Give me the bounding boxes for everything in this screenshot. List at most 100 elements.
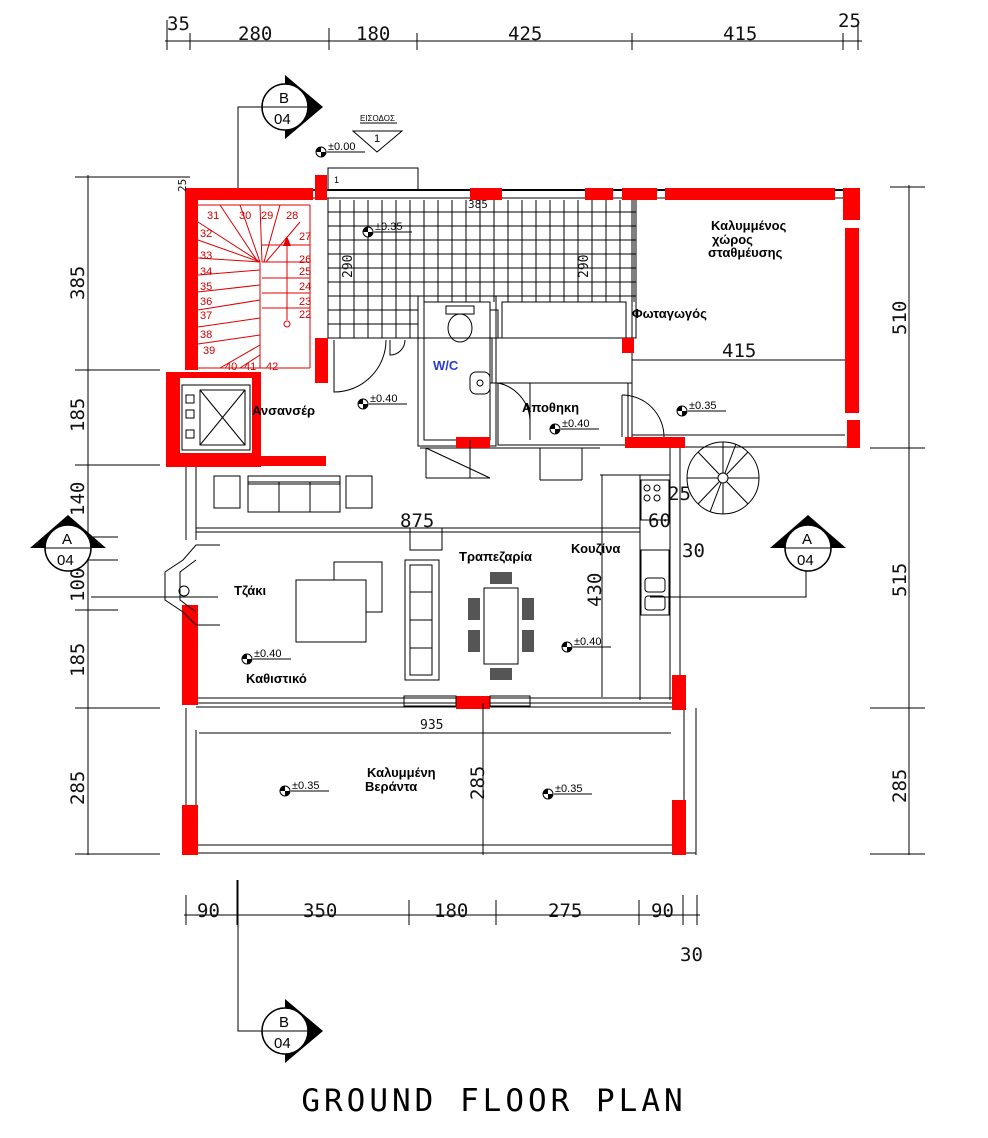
- red-walls: [166, 175, 860, 855]
- stair-step-22: 22: [299, 309, 311, 321]
- dim-25-wall: 25: [176, 179, 189, 192]
- section-b-top-letter: B: [279, 90, 289, 107]
- bottom-dim-180: 180: [434, 900, 468, 922]
- stair-step-27: 27: [299, 231, 311, 243]
- dim-25-kitchen: 25: [668, 483, 691, 505]
- level-marker-dining: ±0.40: [561, 636, 611, 653]
- section-marker-b-top: B 04: [237, 75, 323, 190]
- right-dim-510: 510: [889, 301, 911, 335]
- stair-step-30: 30: [239, 210, 251, 222]
- level-marker-living: ±0.40: [241, 648, 291, 665]
- stair-step-42: 42: [266, 361, 278, 373]
- room-kitchen: Κουζίνα: [571, 541, 620, 556]
- level-value-garage: ±0.35: [689, 400, 716, 412]
- left-dim-185b: 185: [67, 643, 89, 677]
- stair-step-25: 25: [299, 266, 311, 278]
- dim-935: 935: [420, 718, 443, 733]
- stair-step-23: 23: [299, 296, 311, 308]
- level-marker-hall: ±0.40: [357, 393, 407, 410]
- room-storage: Αποθηκη: [522, 400, 579, 415]
- left-dim-285: 285: [67, 771, 89, 805]
- doors: [333, 339, 665, 479]
- top-dim-35: 35: [167, 13, 190, 35]
- spiral-staircase: [686, 441, 760, 515]
- room-fireplace: Τζάκι: [234, 583, 266, 598]
- staircase: 31 30 29 28 27 26 25 24 23 22 32 33 34 3…: [197, 204, 311, 373]
- dim-430-kitchen: 430: [584, 573, 606, 607]
- dim-290-right: 290: [577, 255, 592, 278]
- left-dim-140: 140: [67, 482, 89, 516]
- top-dim-180: 180: [356, 23, 390, 45]
- left-dim-100: 100: [67, 568, 89, 602]
- section-marker-a-left: A 04: [30, 515, 218, 598]
- left-dimension-line: 385 185 140 50 100 185 285: [67, 175, 190, 855]
- level-marker-veranda-right: ±0.35: [542, 783, 592, 800]
- door-tag-1: 1: [334, 175, 339, 185]
- entrance-marker: ΕΙΣΟΔΟΣ 1: [351, 114, 404, 153]
- level-value-hall: ±0.40: [370, 393, 397, 405]
- level-marker-veranda-left: ±0.35: [279, 780, 329, 797]
- level-value-storage: ±0.40: [562, 418, 589, 430]
- section-a-right-sheet: 04: [797, 552, 814, 569]
- section-b-bottom-sheet: 04: [274, 1035, 291, 1052]
- room-veranda-line1: Καλυμμένη: [367, 765, 436, 780]
- right-dim-285: 285: [889, 769, 911, 803]
- section-b-bottom-letter: B: [279, 1014, 289, 1031]
- stair-step-35: 35: [200, 281, 212, 293]
- bottom-dim-90b: 90: [651, 900, 674, 922]
- room-garage-line3: σταθμέυσης: [708, 245, 783, 260]
- room-elevator: Ανσανσέρ: [252, 403, 315, 418]
- room-veranda-line2: Βεράντα: [365, 779, 417, 794]
- level-markers: ±0.00 ±0.35 ±0.40 ±0.40 ±0.35 ±0.40 ±0.40 ±0.35…: [241, 141, 726, 800]
- level-value-living: ±0.40: [254, 648, 281, 660]
- elevator-shaft: [181, 384, 251, 451]
- level-value-dining: ±0.40: [574, 636, 601, 648]
- section-b-top-sheet: 04: [274, 111, 291, 128]
- room-dining: Τραπεζαρία: [459, 549, 532, 564]
- stair-step-39: 39: [203, 345, 215, 357]
- room-garage-line1: Καλυμμένος: [711, 218, 787, 233]
- stair-step-38: 38: [200, 329, 212, 341]
- level-marker-corridor: ±0.35: [362, 221, 412, 238]
- stair-step-40: 40: [225, 361, 237, 373]
- stair-step-26: 26: [299, 254, 311, 266]
- dim-285-veranda: 285: [467, 766, 489, 800]
- section-a-right-letter: A: [802, 531, 812, 548]
- left-dim-385: 385: [67, 266, 89, 300]
- level-value-entry: ±0.00: [328, 141, 355, 153]
- drawing-title: GROUND FLOOR PLAN: [301, 1083, 687, 1119]
- bottom-dim-350: 350: [303, 900, 337, 922]
- level-value-veranda-right: ±0.35: [555, 783, 582, 795]
- section-a-left-letter: A: [62, 531, 72, 548]
- dim-290-left: 290: [341, 255, 356, 278]
- section-a-left-sheet: 04: [57, 552, 74, 569]
- stair-step-32: 32: [200, 228, 212, 240]
- entrance-number: 1: [374, 133, 380, 145]
- right-dimension-line: 510 515 285: [870, 185, 925, 855]
- wc-fixtures: [445, 305, 499, 395]
- room-wc: W/C: [433, 358, 459, 373]
- stair-step-28: 28: [286, 210, 298, 222]
- level-value-corridor: ±0.35: [375, 221, 402, 233]
- bottom-dim-90: 90: [197, 900, 220, 922]
- stair-step-29: 29: [261, 210, 273, 222]
- bottom-dim-30: 30: [680, 944, 703, 966]
- room-lightwell: Φωταγωγός: [632, 306, 707, 321]
- dim-385-hall: 385: [468, 198, 488, 211]
- dim-60-kitchen: 60: [648, 510, 671, 532]
- room-labels: Καλυμμένος χώρος σταθμέυσης Φωταγωγός W/…: [234, 218, 787, 794]
- inner-dimensions: 875 935 415 290 290 385 430 285 25 60 30…: [176, 175, 756, 800]
- level-marker-garage: ±0.35: [676, 400, 726, 417]
- level-marker-entry: ±0.00: [315, 141, 365, 158]
- top-dim-415: 415: [723, 23, 757, 45]
- section-marker-a-right: A 04: [650, 515, 846, 598]
- room-living: Καθιστικό: [246, 671, 307, 686]
- stair-step-36: 36: [200, 296, 212, 308]
- level-marker-storage: ±0.40: [549, 418, 599, 435]
- dim-875: 875: [400, 510, 434, 532]
- stair-step-33: 33: [200, 250, 212, 262]
- top-dim-280: 280: [238, 23, 272, 45]
- top-dimension-line: 35 280 180 425 415 25: [165, 10, 862, 50]
- top-dim-25: 25: [838, 10, 861, 32]
